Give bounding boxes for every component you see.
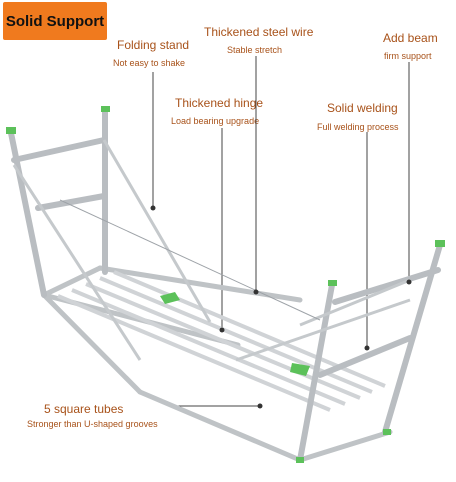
left-folding-stand [8,107,108,298]
tubes-sub: Stronger than U-shaped grooves [27,419,158,429]
right-braces [235,278,411,362]
steel-wire-sub: Stable stretch [227,45,283,55]
hinge-title: Thickened hinge [175,96,264,110]
solid-support-badge: Solid Support [3,2,107,40]
beam-title: Add beam [383,31,438,45]
steel-wire [59,199,321,321]
welding-title: Solid welding [327,101,398,115]
carry-strap [160,292,180,304]
hinge-sub: Load bearing upgrade [171,116,260,126]
folding-stand-sub: Not easy to shake [113,58,186,68]
carry-strap-right [290,363,310,376]
steel-wire-title: Thickened steel wire [204,25,314,39]
folding-stand-title: Folding stand [117,38,190,52]
callout-lines [152,56,410,407]
left-braces [12,139,212,361]
tubes-title: 5 square tubes [44,402,124,416]
beam-sub: firm support [384,51,432,61]
welding-sub: Full welding process [317,122,399,132]
right-folding-stand [297,242,443,463]
green-caps [6,106,445,463]
callout-dots [150,205,412,409]
